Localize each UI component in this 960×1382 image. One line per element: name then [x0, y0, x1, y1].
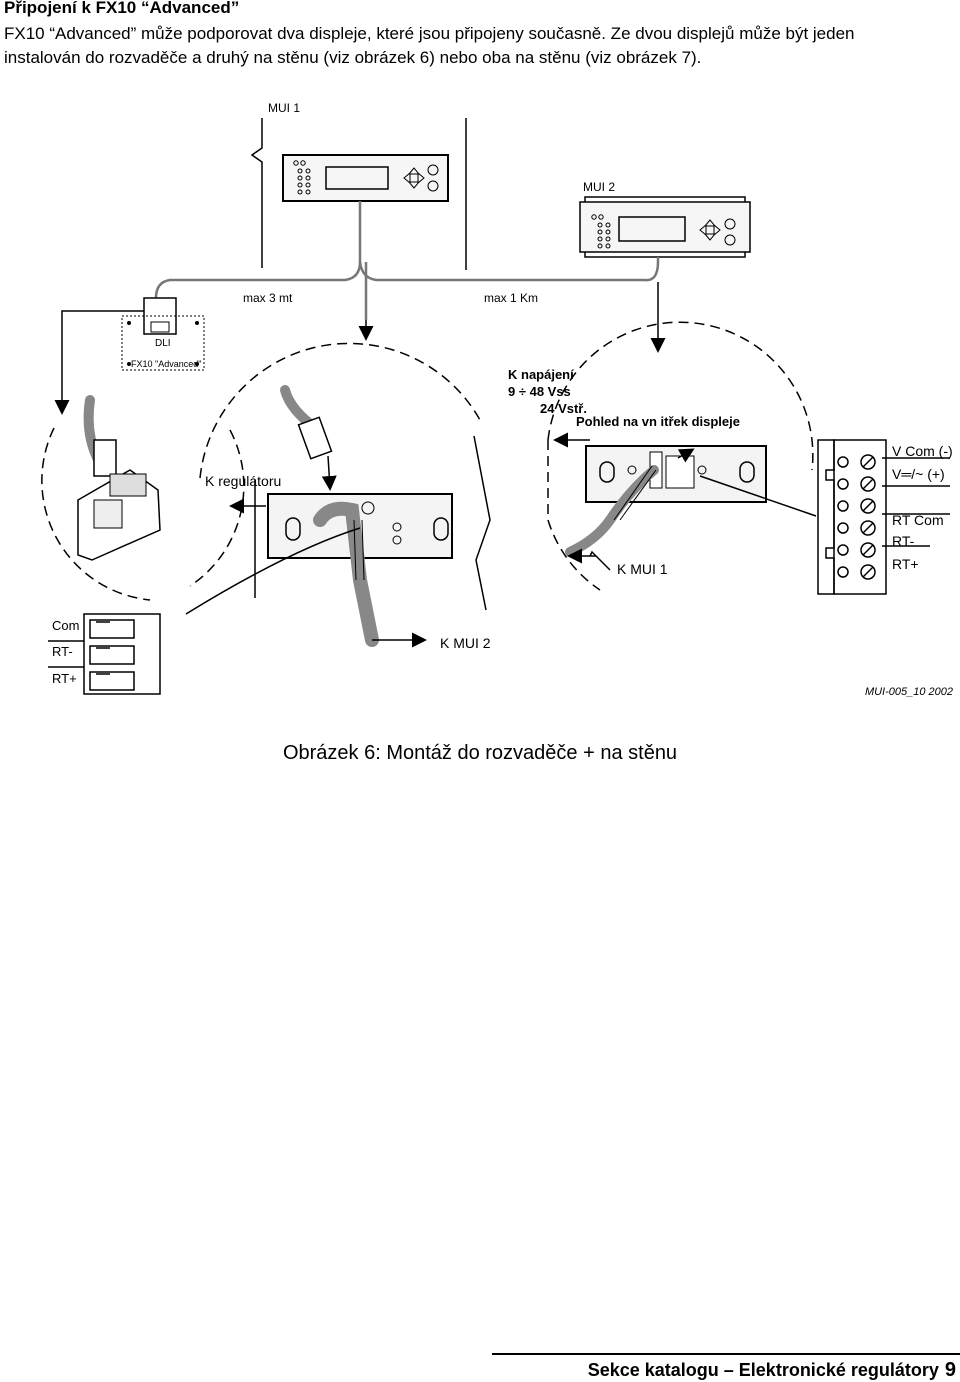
intro-line-1: FX10 “Advanced” může podporovat dva disp…	[4, 24, 855, 43]
intro-paragraph: FX10 “Advanced” může podporovat dva disp…	[4, 22, 960, 70]
terminal-left-rtplus: RT+	[52, 671, 77, 686]
panel-mount-detail	[185, 342, 491, 648]
mui1-display	[282, 154, 449, 202]
terminal-vcom: V Com (-)	[892, 443, 953, 459]
right-terminal-block	[817, 439, 950, 595]
to-mui2-label: K MUI 2	[440, 635, 491, 651]
distance-short: max 3 mt	[243, 291, 293, 305]
controller-label: FX10 "Advanced"	[131, 359, 201, 369]
page-number: 9	[944, 1359, 956, 1381]
terminal-left-rtminus: RT-	[52, 644, 73, 659]
terminal-rtminus: RT-	[892, 533, 915, 549]
terminal-vplus: V═/~ (+)	[892, 466, 945, 482]
footer-text: Sekce katalogu – Elektronické regulátory	[587, 1360, 939, 1380]
footer-rule	[492, 1353, 960, 1355]
dli-label: DLI	[155, 338, 171, 349]
page-footer: Sekce katalogu – Elektronické regulátory…	[588, 1359, 956, 1382]
mui1-label: MUI 1	[268, 101, 300, 115]
to-mui1-label: K MUI 1	[617, 561, 668, 577]
fx10-controller	[121, 297, 205, 371]
terminal-rtcom: RT Com	[892, 512, 944, 528]
wiring-diagram: MUI 1 MUI 2 max 3 mt max 1 Km DLI FX10 "…	[41, 101, 953, 698]
distance-long: max 1 Km	[484, 291, 538, 305]
panel-outline	[250, 118, 467, 270]
drawing-id: MUI-005_10 2002	[865, 686, 953, 698]
terminal-left-com: Com	[52, 618, 79, 633]
to-controller-label: K regulátoru	[205, 473, 281, 489]
wall-unit-rear-detail	[547, 321, 817, 591]
power-line3: 24 Vstř.	[540, 401, 587, 416]
power-line1: K napájení	[508, 367, 574, 382]
rear-view-label: Pohled na vn itřek displeje	[576, 414, 740, 429]
mui2-display	[579, 196, 751, 258]
mui2-label: MUI 2	[583, 180, 615, 194]
intro-line-2: instalován do rozvaděče a druhý na stěnu…	[4, 48, 702, 67]
terminal-rtplus: RT+	[892, 556, 919, 572]
section-heading: Připojení k FX10 “Advanced”	[4, 0, 240, 17]
controller-connector-detail	[41, 395, 245, 601]
power-line2: 9 ÷ 48 Vss	[508, 384, 571, 399]
left-terminal-block	[48, 613, 161, 695]
figure-caption: Obrázek 6: Montáž do rozvaděče + na stěn…	[282, 742, 678, 764]
